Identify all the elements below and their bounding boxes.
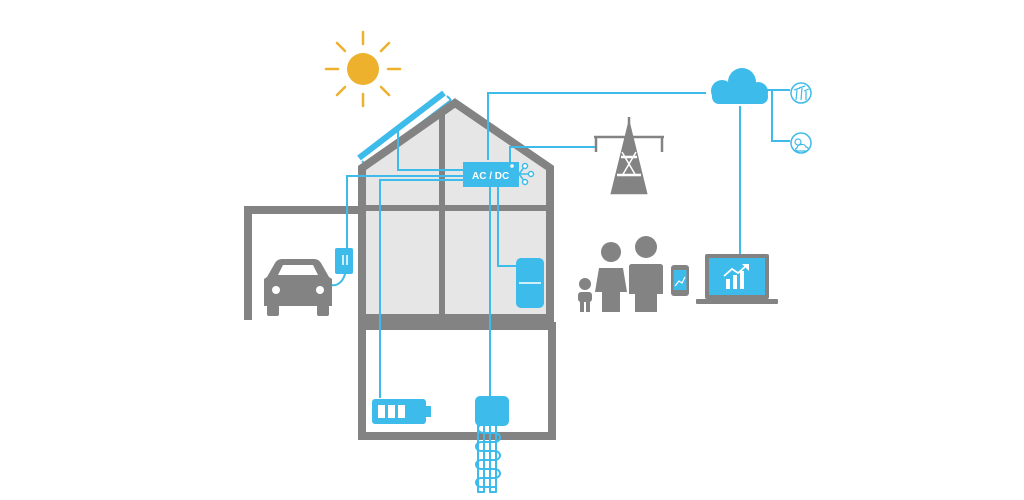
inverter-icon: AC / DC xyxy=(463,162,519,187)
carport-icon xyxy=(244,206,360,320)
ground-loop-icon xyxy=(477,406,497,493)
wind-turbine-icon xyxy=(790,82,812,104)
family-icon xyxy=(578,236,663,312)
heat-pump-icon xyxy=(475,396,509,426)
smartphone-icon xyxy=(671,265,689,296)
growth-chart-icon xyxy=(723,264,749,289)
inverter-label: AC / DC xyxy=(472,171,509,182)
sun-icon xyxy=(324,30,402,108)
ev-charger-icon xyxy=(335,248,353,274)
power-pylon-icon xyxy=(594,117,664,195)
laptop-icon xyxy=(696,254,778,304)
hot-water-tank-icon xyxy=(516,258,544,308)
network-node-icon xyxy=(508,162,535,186)
battery-icon xyxy=(372,399,431,424)
house-icon xyxy=(358,98,556,440)
ground-loop-coils xyxy=(475,423,501,488)
car-icon xyxy=(264,259,332,316)
weather-icon xyxy=(790,132,812,154)
cloud-icon xyxy=(711,68,768,104)
